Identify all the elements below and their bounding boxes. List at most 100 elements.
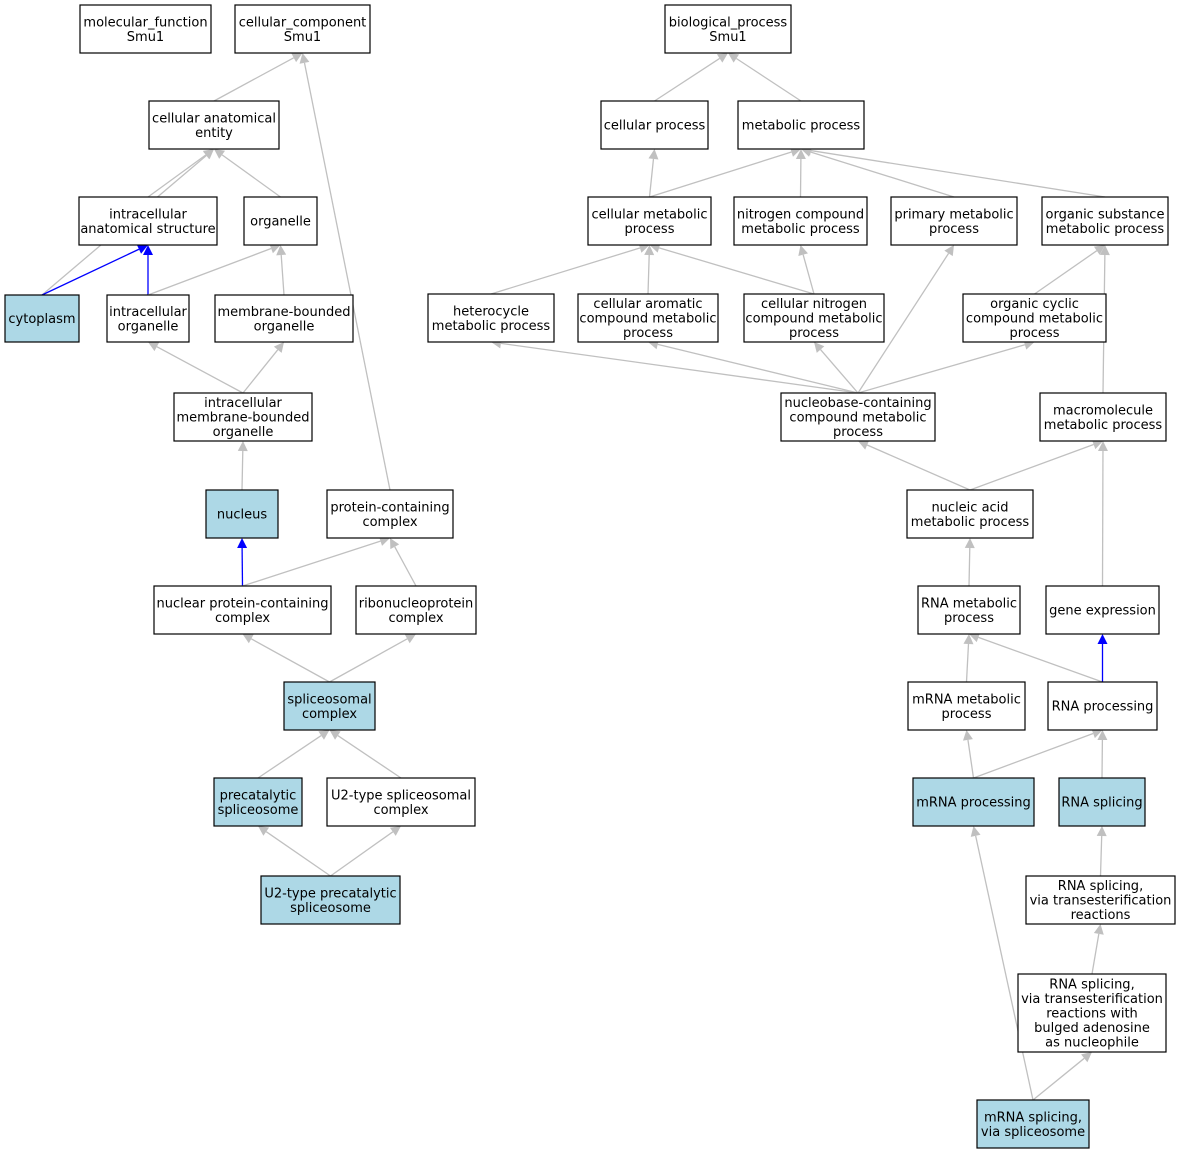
edge-line [965,643,970,683]
edge-rnpc-to-pcc [390,538,417,587]
edge-line [147,154,207,198]
node-rsvt[interactable]: RNA splicing,via transesterificationreac… [1025,875,1176,925]
node-label-line: organelle [250,215,311,230]
node-label-line: Smu1 [709,30,746,45]
node-label-line: cellular anatomical [152,111,276,126]
node-rnasplice[interactable]: RNA splicing [1058,777,1146,827]
edge-line [500,342,859,394]
node-box [1047,681,1158,731]
node-cytoplasm[interactable]: cytoplasm [4,294,80,343]
edge-arrowhead [1099,245,1110,256]
node-box [976,1099,1090,1149]
node-label-line: RNA splicing, [1049,978,1134,993]
node-mrnasvs[interactable]: mRNA splicing,via spliceosome [976,1099,1090,1149]
node-label-line: as nucleophile [1045,1036,1139,1051]
edge-hmp-to-cmp [490,243,650,295]
node-label-line: mRNA metabolic [912,692,1021,707]
edge-line [280,254,285,296]
node-label-line: cellular nitrogen [761,297,867,312]
node-label-line: process [1010,326,1060,341]
node-label-line: spliceosome [218,803,299,818]
node-organelle[interactable]: organelle [243,196,318,246]
node-label-line: organelle [213,425,274,440]
node-rsvtb[interactable]: RNA splicing,via transesterificationreac… [1017,973,1167,1053]
edge-line [810,149,1106,198]
node-box [733,196,868,246]
edge-arrowhead [404,634,416,644]
node-mp[interactable]: metabolic process [737,100,865,150]
edge-nbccmp-to-cncmp [814,342,859,394]
edge-line [156,346,244,394]
node-cp[interactable]: cellular process [600,100,709,150]
node-box [214,294,354,343]
node-box [326,777,476,827]
edge-arrowhead [1093,245,1105,255]
edge-line [1032,1057,1085,1101]
edge-arrowhead [1093,924,1104,935]
edge-nucleus-to-imbo [237,441,248,491]
node-ge[interactable]: gene expression [1045,585,1160,635]
node-label-line: membrane-bounded [176,411,309,426]
edge-spliceo-to-rnpc [329,634,416,683]
node-nucleus[interactable]: nucleus [205,489,279,539]
edge-imbo-to-mbo [242,342,284,394]
node-rnaproc[interactable]: RNA processing [1047,681,1158,731]
edge-osmp-to-mp [801,145,1106,198]
edge-arrowhead [329,730,341,740]
edge-arrowhead [644,245,655,256]
edge-line [810,151,955,198]
node-label-line: organelle [254,319,315,334]
edge-line [250,638,330,683]
edge-arrowhead [970,826,981,837]
edge-line [647,254,650,295]
edge-arrowhead [291,53,303,63]
edge-arrowhead [299,53,310,64]
edge-imbo-to-io [148,342,244,394]
node-label-line: complex [302,707,357,722]
node-label-line: nucleobase-containing [784,396,931,411]
node-label-line: process [625,222,675,237]
node-mrnaproc[interactable]: mRNA processing [912,777,1035,827]
edge-line [330,831,394,877]
edge-arrowhead [728,53,740,63]
edge-arrowhead [969,632,981,643]
edge-line [1034,250,1098,295]
edge-arrowhead [237,441,248,452]
node-label-line: RNA metabolic [921,596,1017,611]
edge-rnaproc-to-ge [1097,634,1108,682]
node-label-line: membrane-bounded [217,305,350,320]
edge-cacmp-to-cmp [644,245,655,295]
node-label-line: RNA splicing [1061,796,1142,811]
node-label-line: process [942,707,992,722]
edge-cmp-to-cp [648,149,659,198]
edge-cmp-to-mp [649,147,801,198]
